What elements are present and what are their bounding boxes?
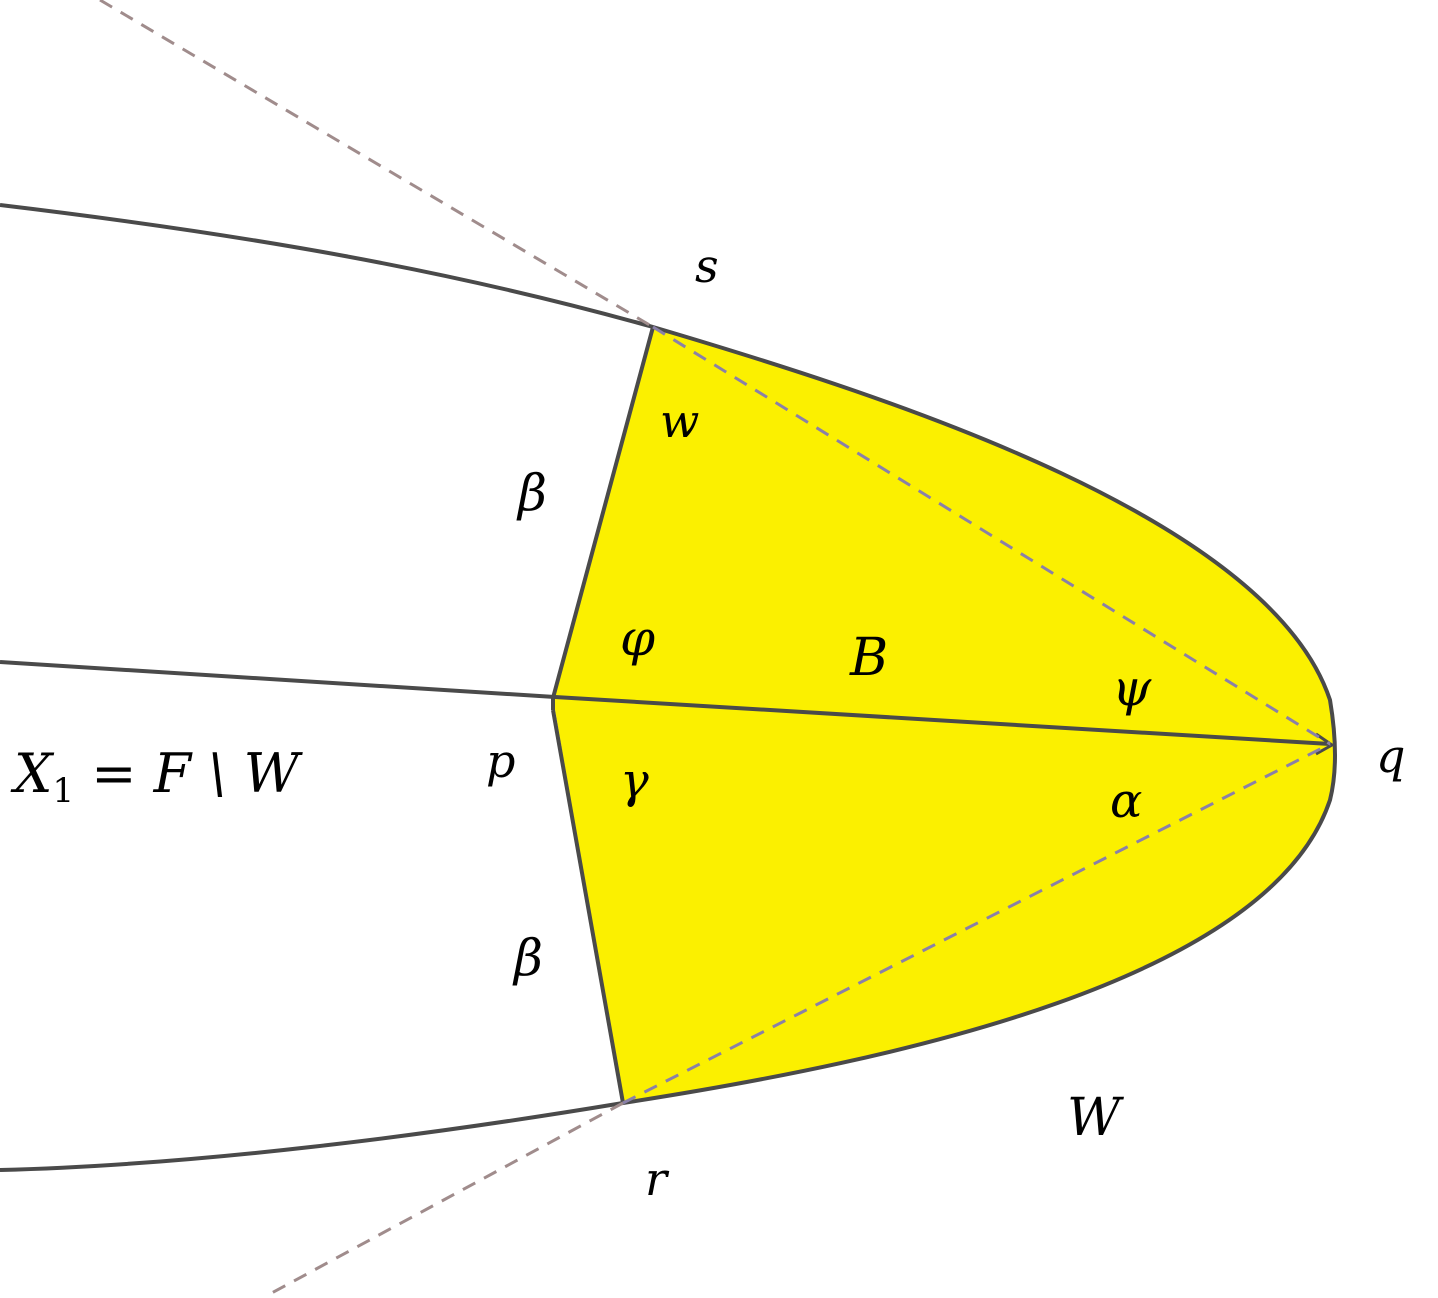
- label-W: W: [1067, 1088, 1124, 1148]
- label-w: w: [660, 394, 699, 448]
- label-gamma: γ: [620, 753, 649, 809]
- dashed-line-lower-outer: [267, 1101, 624, 1297]
- label-x1-f-minus-w: X1 = F \ W: [10, 742, 304, 811]
- label-p: p: [486, 734, 515, 788]
- outer-boundary-curve: [0, 203, 1337, 1172]
- label-s: s: [695, 239, 719, 293]
- label-psi: ψ: [1112, 659, 1152, 717]
- arrow-head-q: [1315, 732, 1335, 756]
- label-q: q: [1376, 729, 1405, 783]
- label-beta-upper: β: [516, 464, 547, 522]
- edge-s-p: [551, 326, 655, 699]
- label-r: r: [645, 1152, 670, 1206]
- label-alpha: α: [1110, 773, 1142, 829]
- edge-p-q: [554, 695, 1331, 746]
- region-b-fill: [553, 327, 1335, 1103]
- dashed-line-r-q: [622, 742, 1331, 1105]
- dashed-line-s-q: [652, 325, 1331, 746]
- edge-left-p: [0, 660, 556, 699]
- label-phi: φ: [620, 609, 655, 667]
- dashed-line-upper-outer: [99, 0, 654, 329]
- edge-p-r: [551, 709, 625, 1104]
- label-beta-lower: β: [512, 929, 543, 987]
- label-B: B: [849, 628, 888, 688]
